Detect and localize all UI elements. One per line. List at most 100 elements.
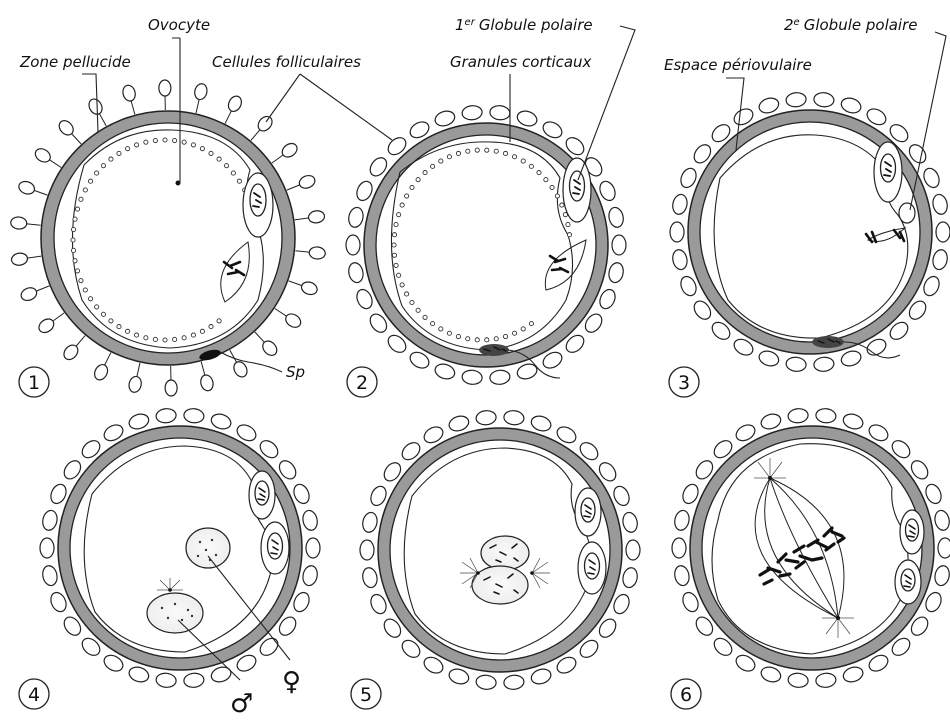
follicular-cell bbox=[40, 538, 54, 558]
cortical-granule bbox=[182, 336, 186, 340]
follicular-cell bbox=[17, 179, 36, 196]
stage-number-1: 1 bbox=[28, 372, 40, 394]
cortical-granule bbox=[447, 331, 451, 335]
cortical-granule bbox=[397, 273, 401, 277]
follicular-cell bbox=[607, 206, 625, 228]
cortical-granule bbox=[75, 269, 79, 273]
polar-body-1-nucleus-stage-3 bbox=[881, 154, 896, 182]
cortical-granule bbox=[416, 308, 420, 312]
cortical-granule bbox=[400, 203, 404, 207]
cortical-granule bbox=[544, 178, 548, 182]
follicular-cell bbox=[36, 316, 56, 335]
oocyte-membrane-stage-1 bbox=[54, 123, 282, 353]
follicular-cell bbox=[291, 590, 312, 614]
cortical-granule bbox=[512, 331, 516, 335]
cortical-granule bbox=[163, 338, 167, 342]
label-sp: Sp bbox=[286, 363, 305, 381]
follicular-cell bbox=[297, 173, 316, 190]
follicular-cell bbox=[621, 566, 639, 588]
cortical-granule bbox=[485, 148, 489, 152]
cortical-granule bbox=[173, 337, 177, 341]
follicular-cell bbox=[626, 540, 640, 560]
cortical-granule bbox=[566, 222, 570, 226]
follicular-cell bbox=[19, 286, 38, 303]
follicular-cell bbox=[354, 179, 375, 203]
cortical-granule bbox=[125, 147, 129, 151]
follicular-cell bbox=[670, 222, 684, 242]
follicular-cell bbox=[938, 538, 950, 558]
follicular-cell bbox=[280, 141, 300, 160]
cortical-granule bbox=[529, 164, 533, 168]
cortical-granule bbox=[439, 327, 443, 331]
follicular-cell bbox=[255, 114, 275, 134]
pointer-follicular-2 bbox=[300, 74, 392, 140]
follicular-cell bbox=[529, 667, 552, 686]
cortical-granule bbox=[494, 149, 498, 153]
follicular-cell bbox=[368, 484, 389, 508]
cortical-granule bbox=[521, 327, 525, 331]
polar-body-2-nucleus-stage-6 bbox=[901, 569, 915, 591]
follicular-cell bbox=[678, 274, 699, 298]
male-symbol: ♂ bbox=[230, 689, 253, 719]
stage-number-5: 5 bbox=[360, 684, 372, 706]
follicular-cell bbox=[461, 369, 482, 385]
label-espace-periovulaire: Espace périovulaire bbox=[664, 56, 812, 74]
cortical-granule bbox=[73, 217, 77, 221]
follicular-cell bbox=[813, 356, 834, 372]
follicular-cell bbox=[787, 672, 808, 688]
cortical-granule bbox=[191, 143, 195, 147]
cortical-granule bbox=[88, 179, 92, 183]
cortical-granule bbox=[423, 315, 427, 319]
cortical-granule bbox=[237, 179, 241, 183]
stage-number-2: 2 bbox=[356, 372, 368, 394]
follicular-cell bbox=[48, 590, 69, 614]
polar-body-1-nucleus-stage-6 bbox=[906, 519, 919, 541]
cortical-granule bbox=[423, 170, 427, 174]
cortical-granule bbox=[217, 319, 221, 323]
follicular-cell bbox=[671, 193, 689, 215]
follicular-cell bbox=[199, 374, 215, 393]
follicular-cell bbox=[841, 665, 864, 684]
follicular-cell bbox=[361, 566, 379, 588]
label-ovocyte: Ovocyte bbox=[148, 16, 210, 34]
cortical-granule bbox=[431, 322, 435, 326]
cortical-granule bbox=[503, 151, 507, 155]
follicular-cell bbox=[433, 362, 456, 381]
follicular-cell bbox=[933, 509, 950, 531]
cortical-granule bbox=[224, 164, 228, 168]
follicular-cell bbox=[41, 564, 59, 586]
follicular-cell bbox=[678, 166, 699, 190]
cortical-granule bbox=[431, 164, 435, 168]
follicular-cell bbox=[33, 146, 53, 165]
cortical-granule bbox=[173, 138, 177, 142]
follicular-cell bbox=[529, 414, 552, 433]
follicular-cell bbox=[671, 248, 689, 270]
follicular-cell bbox=[447, 667, 470, 686]
cortical-granule bbox=[134, 143, 138, 147]
follicular-cell bbox=[921, 274, 942, 298]
cortical-granule bbox=[95, 171, 99, 175]
cortical-granule bbox=[144, 140, 148, 144]
cortical-granule bbox=[397, 213, 401, 217]
female-pronucleus bbox=[186, 528, 230, 568]
follicular-cell bbox=[839, 349, 862, 368]
follicular-cell bbox=[475, 410, 496, 426]
pointer-follicular-1 bbox=[266, 74, 300, 122]
follicular-cell bbox=[193, 83, 208, 101]
follicular-cell bbox=[673, 509, 691, 531]
follicular-cell bbox=[757, 349, 780, 368]
polar-body-1-nucleus-stage-2 bbox=[570, 171, 585, 201]
stage-number-3: 3 bbox=[678, 372, 690, 394]
follicular-cell bbox=[354, 287, 375, 311]
cortical-granule bbox=[83, 188, 87, 192]
cortical-granule bbox=[512, 155, 516, 159]
stage-1 bbox=[10, 80, 326, 396]
label-cellules-folliculaires: Cellules folliculaires bbox=[212, 53, 361, 71]
follicular-cell bbox=[48, 482, 69, 506]
cortical-granule bbox=[410, 300, 414, 304]
follicular-cell bbox=[680, 482, 701, 506]
follicular-cell bbox=[921, 166, 942, 190]
follicular-cell bbox=[503, 674, 524, 690]
cortical-granule bbox=[153, 337, 157, 341]
